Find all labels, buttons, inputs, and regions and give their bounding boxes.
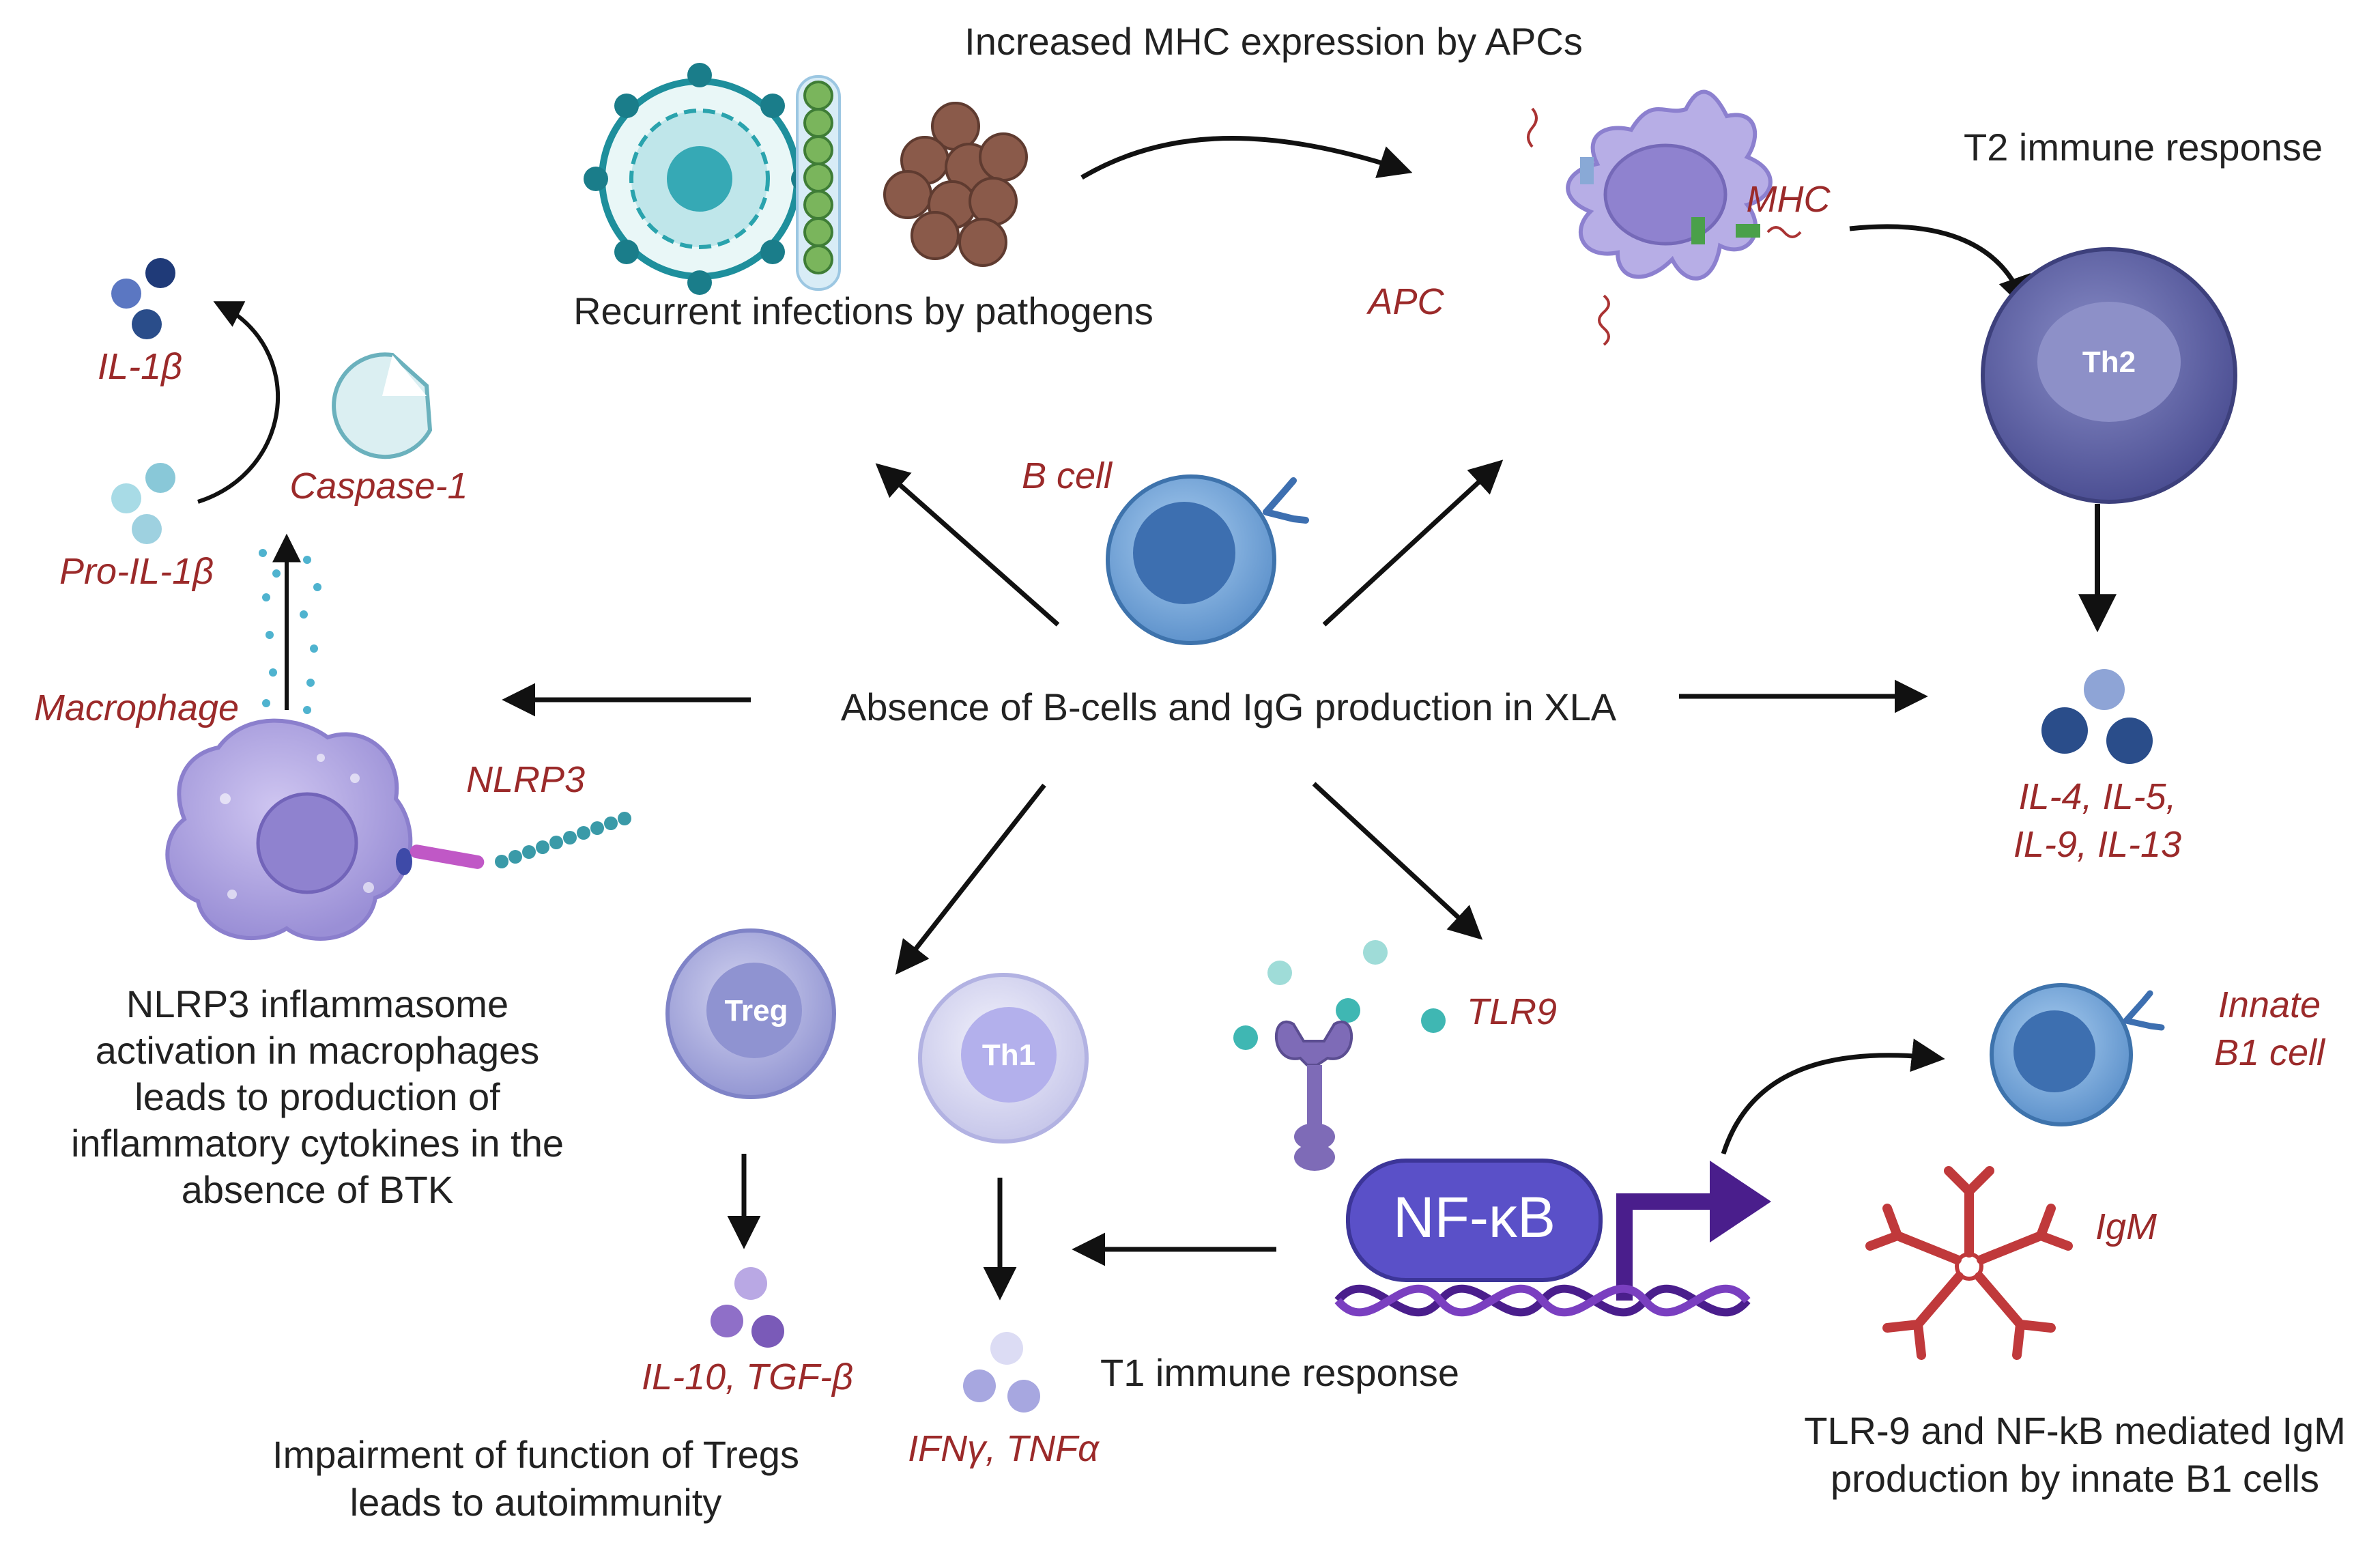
secreted-particles-icon xyxy=(259,549,321,714)
b1-caption-line2: production by innate B1 cells xyxy=(1831,1457,2319,1500)
treg-caption-line1: Impairment of function of Tregs xyxy=(272,1433,799,1476)
arrow-center-to-apc xyxy=(1322,459,1504,627)
b-cell xyxy=(1106,474,1309,645)
igm-pentamer-icon xyxy=(1865,1166,2073,1360)
nlrp3-caption-line4: inflammatory cytokines in the xyxy=(71,1122,564,1165)
tlr9-label: TLR9 xyxy=(1467,991,1557,1032)
th2-cytokines-line1: IL-4, IL-5, xyxy=(2018,776,2176,817)
innate-b1-cell xyxy=(1990,983,2165,1126)
nlrp3-caption-line3: leads to production of xyxy=(134,1075,500,1118)
mhc-label: MHC xyxy=(1747,179,1831,220)
nfkb-complex: NF-κB xyxy=(1346,1159,1603,1282)
arrow-nfkb-to-b1-cell xyxy=(1721,1038,1945,1155)
innate-b1-label-line1: Innate xyxy=(2218,984,2321,1025)
center-xla-label: Absence of B-cells and IgG production in… xyxy=(841,685,1617,728)
tlr9-receptor-icon xyxy=(1274,1021,1353,1171)
receptor-icon xyxy=(1580,157,1594,184)
treg-cytokines-label: IL-10, TGF-β xyxy=(642,1357,853,1397)
th2-cytokines-icon xyxy=(2041,669,2153,764)
arrow-pathogens-to-apc xyxy=(1080,136,1413,180)
treg-cytokines-icon xyxy=(711,1267,784,1348)
cpg-dna-particles-icon xyxy=(1233,940,1446,1050)
mhc-receptor-icon-2 xyxy=(1736,224,1760,238)
th1-cytokines-label: IFNγ, TNFα xyxy=(908,1428,1100,1469)
arrow-center-to-treg xyxy=(895,783,1046,975)
macrophage-cell xyxy=(165,718,413,941)
arrow-center-to-tlr9 xyxy=(1312,782,1483,940)
treg-caption-line2: leads to autoimmunity xyxy=(350,1481,722,1524)
virus-icon xyxy=(584,63,816,295)
pathogens-illustration xyxy=(584,63,1028,295)
nlrp3-caption-line2: activation in macrophages xyxy=(96,1029,540,1072)
innate-b1-label-line2: B1 cell xyxy=(2214,1032,2326,1073)
transcription-start-arrow xyxy=(1616,1193,1713,1301)
apc-label: APC xyxy=(1366,281,1444,322)
il1b-label: IL-1β xyxy=(98,346,182,387)
t2-response-label: T2 immune response xyxy=(1964,126,2323,169)
caspase-1-icon xyxy=(332,352,433,459)
nlrp3-caption: NLRP3 inflammasome activation in macroph… xyxy=(71,982,564,1211)
il1b-molecules-icon xyxy=(111,258,175,339)
nfkb-label: NF-κB xyxy=(1393,1185,1555,1249)
peptide-squiggle-icon xyxy=(1598,294,1610,346)
nlrp3-inflammasome-icon xyxy=(396,812,631,875)
recurrent-infections-label: Recurrent infections by pathogens xyxy=(573,289,1153,332)
nlrp3-caption-line1: NLRP3 inflammasome xyxy=(126,982,508,1025)
mhc-receptor-icon xyxy=(1691,217,1705,244)
b1-bcr-icon xyxy=(2123,990,2165,1031)
pro-il1b-molecules-icon xyxy=(111,463,175,544)
nlrp3-caption-line5: absence of BTK xyxy=(182,1168,453,1211)
b-cell-label: B cell xyxy=(1022,455,1113,496)
arrow-pro-il1b-to-il1b xyxy=(197,301,281,504)
bacteria-chain-icon xyxy=(796,75,841,291)
arrow-center-to-pathogens xyxy=(875,463,1060,627)
macrophage-label: Macrophage xyxy=(34,687,239,728)
th2-cell-name: Th2 xyxy=(2082,345,2136,379)
mhc-expression-title: Increased MHC expression by APCs xyxy=(964,20,1583,63)
apc-dendritic-cell xyxy=(1527,89,1802,346)
th1-cell: Th1 xyxy=(918,973,1089,1144)
dna-helix-icon xyxy=(1334,1284,1751,1317)
pro-il1b-label: Pro-IL-1β xyxy=(59,551,214,592)
nlrp3-label: NLRP3 xyxy=(466,759,585,800)
th2-cytokines-line2: IL-9, IL-13 xyxy=(2013,824,2181,865)
arrow-mhc-to-th2 xyxy=(1849,224,2031,311)
treg-cell-name: Treg xyxy=(725,994,788,1027)
t1-response-label: T1 immune response xyxy=(1100,1351,1459,1394)
th1-cytokines-icon xyxy=(963,1332,1040,1413)
bcr-antibody-icon xyxy=(1263,477,1309,524)
th1-cell-name: Th1 xyxy=(982,1038,1035,1072)
fungi-cluster-icon xyxy=(883,102,1028,267)
igm-label: IgM xyxy=(2095,1206,2157,1247)
treg-cell: Treg xyxy=(665,928,836,1099)
caspase-1-label: Caspase-1 xyxy=(289,466,468,507)
th2-cell: Th2 xyxy=(1981,247,2237,504)
b1-caption-line1: TLR-9 and NF-kB mediated IgM xyxy=(1804,1409,2346,1452)
